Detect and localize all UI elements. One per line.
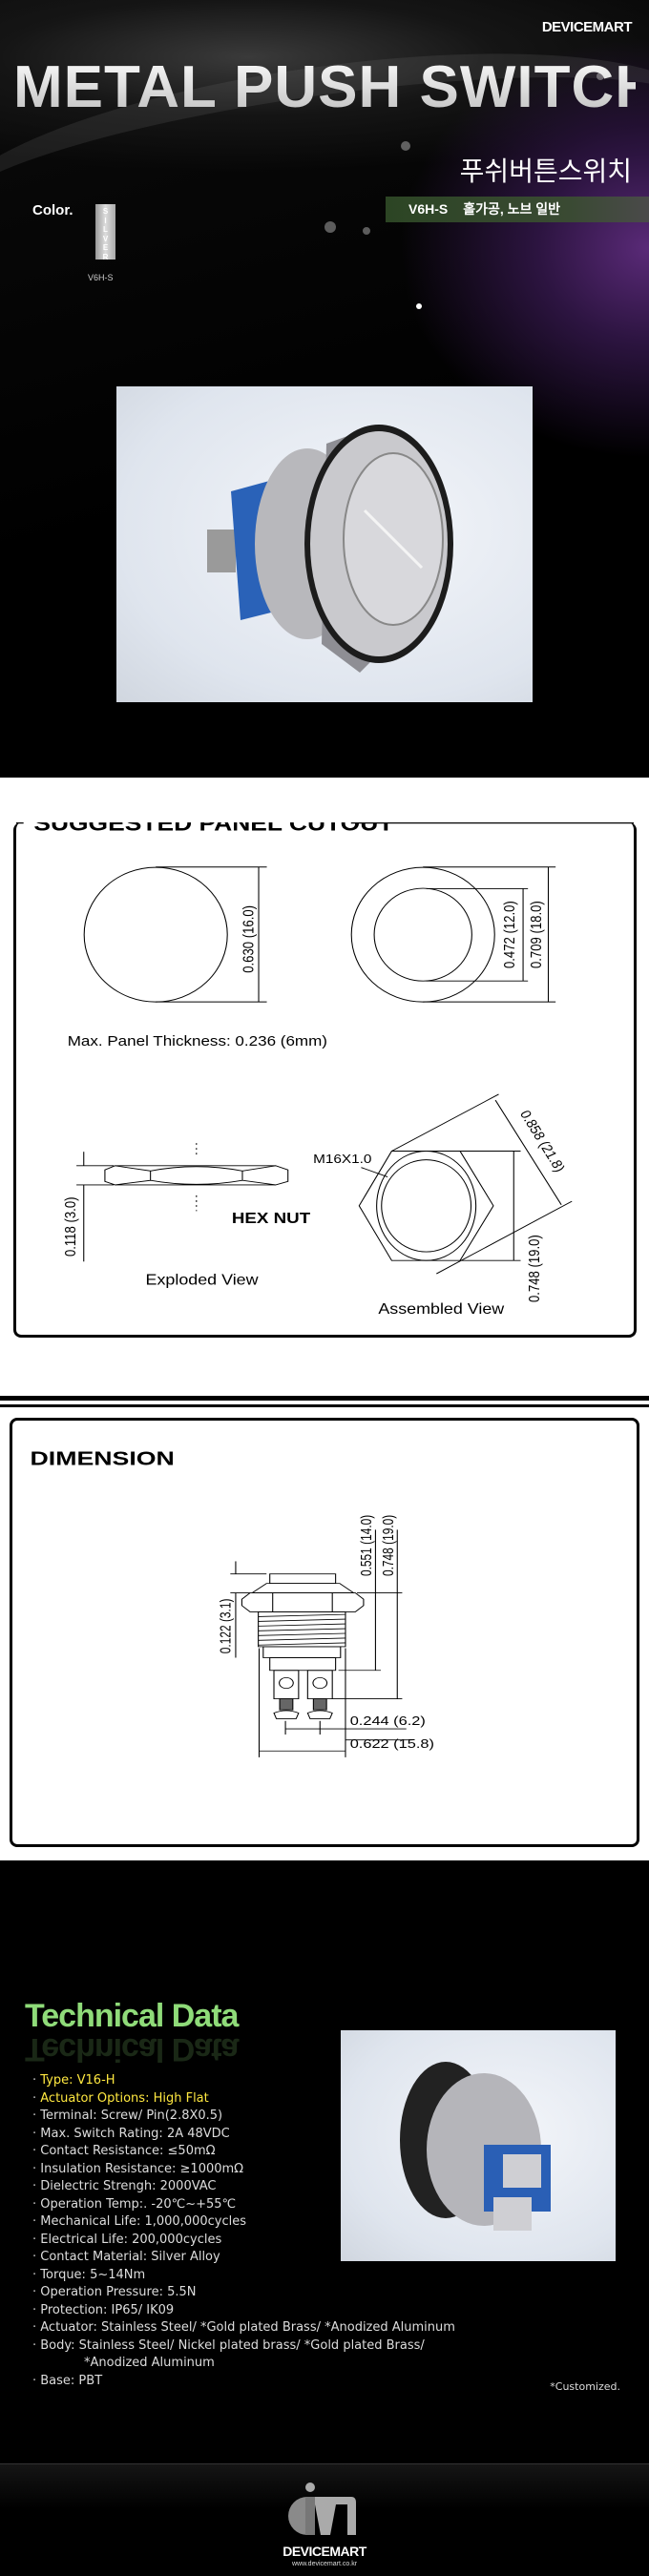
- product-photo-secondary: [341, 2030, 616, 2261]
- spec-item: *Anodized Aluminum: [84, 2356, 215, 2370]
- spec-item: Insulation Resistance: ≥1000mΩ: [32, 2161, 548, 2179]
- variant-desc: 홀가공, 노브 일반: [463, 201, 561, 217]
- color-label: Color.: [32, 202, 73, 218]
- panel-cutout-box: SUGGESTED PANEL CUTOUT 0.630 (16.0) 0.47…: [13, 822, 637, 1338]
- spec-item: Operation Pressure: 5.5N: [32, 2284, 548, 2302]
- footer-url[interactable]: www.devicemart.co.kr: [291, 2561, 358, 2567]
- hex-nut-label: HEX NUT: [232, 1209, 311, 1226]
- decorative-dot: [401, 141, 410, 151]
- push-switch-image: [207, 425, 453, 673]
- brand-logo-text: DEVICEMART: [541, 19, 633, 35]
- variant-code: V6H-S: [408, 201, 449, 217]
- spec-item: Actuator: Stainless Steel/ *Gold plated …: [32, 2319, 548, 2337]
- dim-label: 0.622 (15.8): [350, 1738, 434, 1752]
- page-title: METAL PUSH SWITCH: [13, 54, 649, 120]
- panel-thickness: Max. Panel Thickness: 0.236 (6mm): [68, 1034, 327, 1049]
- panel-cutout-drawing: SUGGESTED PANEL CUTOUT 0.630 (16.0) 0.47…: [16, 822, 634, 1318]
- spec-item: Mechanical Life: 1,000,000cycles: [32, 2213, 548, 2232]
- spec-item: Terminal: Screw/ Pin(2.8X0.5): [32, 2108, 548, 2126]
- footer-brand: DEVICEMART: [283, 2544, 366, 2559]
- dim-label: 0.748 (19.0): [527, 1235, 543, 1302]
- spec-item: Base: PBT: [32, 2373, 548, 2391]
- dim-label: 0.118 (3.0): [63, 1196, 79, 1257]
- exploded-view-label: Exploded View: [146, 1272, 260, 1288]
- spec-item: Actuator Options: High Flat: [32, 2090, 548, 2109]
- variant-bar: V6H-S 홀가공, 노브 일반: [386, 197, 649, 222]
- dim-label: 0.748 (19.0): [379, 1515, 396, 1576]
- dimension-title: DIMENSION: [31, 1447, 175, 1469]
- dim-label: 0.858 (21.8): [516, 1109, 568, 1174]
- spec-item: Contact Resistance: ≤50mΩ: [32, 2143, 548, 2161]
- devicemart-logo-icon: [288, 2483, 356, 2535]
- cutout-title: SUGGESTED PANEL CUTOUT: [33, 822, 393, 836]
- dim-label: 0.709 (18.0): [529, 901, 545, 968]
- assembled-view-label: Assembled View: [378, 1300, 505, 1317]
- spec-item: Protection: IP65/ IK09: [32, 2302, 548, 2320]
- decorative-dot: [363, 227, 370, 235]
- dim-label: 0.551 (14.0): [358, 1515, 375, 1576]
- dimension-drawing: DIMENSION 0.122 (3.1) 0.551 (14.0) 0.748…: [31, 1447, 434, 1757]
- spec-item: Type: V16-H: [32, 2072, 548, 2090]
- spec-item: Operation Temp:. -20℃~+55℃: [32, 2196, 548, 2214]
- spec-item: Body: Stainless Steel/ Nickel plated bra…: [32, 2337, 548, 2356]
- dim-label: 0.630 (16.0): [241, 905, 258, 973]
- tech-data-title: Technical Data: [25, 1998, 239, 2034]
- spec-item: Electrical Life: 200,000cycles: [32, 2232, 548, 2250]
- spec-item: Max. Switch Rating: 2A 48VDC: [32, 2126, 548, 2144]
- spec-item: Dielectric Strengh: 2000VAC: [32, 2178, 548, 2196]
- swatch-code: V6H-S: [88, 273, 114, 282]
- spec-item: Contact Material: Silver Alloy: [32, 2249, 548, 2267]
- dim-label: 0.244 (6.2): [350, 1715, 426, 1729]
- customized-note: *Customized.: [550, 2380, 620, 2393]
- footer: [0, 2463, 649, 2576]
- push-switch-image: [400, 2062, 551, 2231]
- dim-label: 0.472 (12.0): [502, 901, 518, 968]
- thread-label: M16X1.0: [313, 1153, 371, 1167]
- decorative-dot: [597, 73, 604, 80]
- dimension-box: DIMENSION 0.122 (3.1) 0.551 (14.0) 0.748…: [10, 1418, 639, 1847]
- page-subtitle: 푸쉬버튼스위치: [459, 156, 632, 187]
- spec-item: Torque: 5~14Nm: [32, 2267, 548, 2285]
- product-photo: [116, 386, 533, 702]
- decorative-dot: [416, 303, 422, 309]
- dim-label: 0.122 (3.1): [217, 1599, 234, 1654]
- spec-list: Type: V16-HActuator Options: High FlatTe…: [32, 2072, 548, 2390]
- decorative-dot: [324, 221, 336, 233]
- tech-data-title-reflection: Technical Data: [25, 2031, 239, 2067]
